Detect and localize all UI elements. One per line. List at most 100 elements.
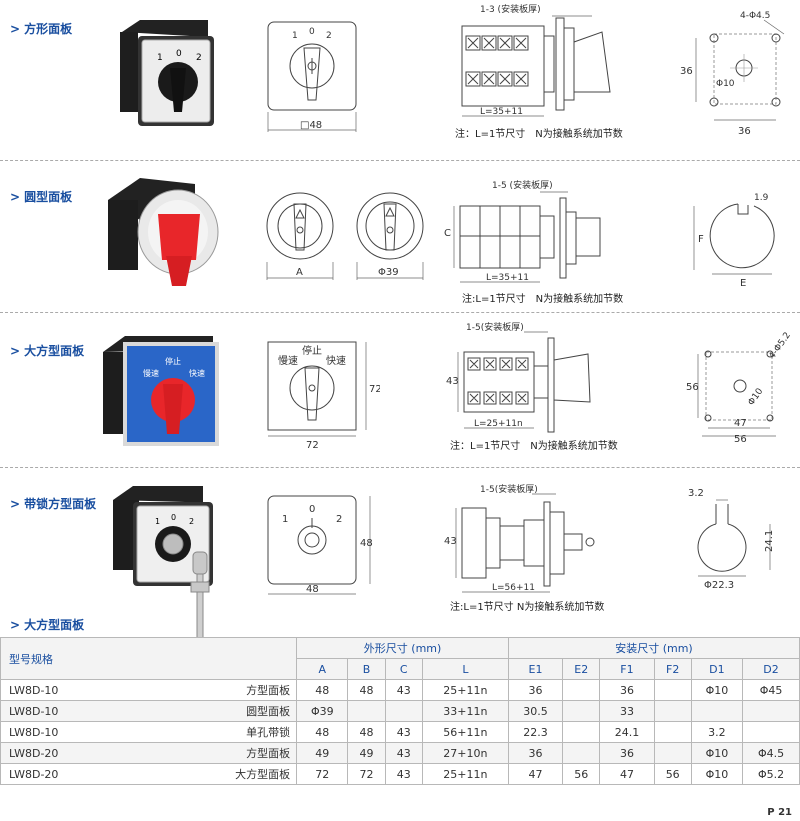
cell-value — [690, 700, 744, 722]
th-col: F2 — [653, 658, 692, 680]
dim-f-round: F — [698, 234, 704, 245]
cell-value: 72 — [296, 763, 349, 785]
dim-length-large: L=25+11n — [474, 419, 523, 429]
dim-47-w: 47 — [734, 418, 747, 429]
cell-value: 36 — [599, 679, 655, 701]
page-number: P 21 — [767, 807, 792, 818]
dim-center-square: Φ10 — [716, 79, 735, 89]
th-install-dims: 安装尺寸 (mm) — [507, 637, 800, 659]
cell-type: 单孔带锁 — [144, 721, 298, 743]
drawing-square-side: 1-3 (安装板厚) L=35+11 — [461, 3, 611, 117]
drawing-round-mount: 1.9 F E — [693, 193, 775, 288]
drawing-round-front-2: Φ39 — [356, 192, 424, 280]
cell-value: Φ45 — [742, 679, 800, 701]
cell-value — [653, 700, 692, 722]
dim-48-square: □48 — [300, 120, 322, 131]
drawing-square-mount: 4-Φ4.5 Φ10 36 36 — [680, 11, 785, 137]
th-col: E2 — [562, 658, 601, 680]
cell-value — [653, 679, 692, 701]
dim-h-square: 36 — [680, 66, 693, 77]
dim-c-round: C — [444, 228, 451, 239]
photo-round-switch — [108, 178, 219, 286]
dim-56-w: 56 — [734, 434, 747, 444]
cell-value — [653, 721, 692, 743]
svg-text:2: 2 — [336, 514, 342, 525]
drawing-round-front: A — [266, 192, 334, 280]
svg-text:2: 2 — [326, 31, 332, 41]
cell-value: 72 — [347, 763, 386, 785]
dim-48-h-lock: 48 — [360, 538, 373, 549]
svg-text:快速: 快速 — [326, 355, 346, 367]
cell-value: 48 — [296, 721, 349, 743]
svg-text:0: 0 — [309, 504, 315, 515]
cell-value: 48 — [296, 679, 349, 701]
note-large-square: 注：L=1节尺寸 N为接触系统加节数 — [450, 441, 618, 452]
cell-value: 56 — [562, 763, 601, 785]
cell-value: 49 — [296, 742, 349, 764]
cell-value: 33 — [599, 700, 655, 722]
cell-value: 48 — [347, 721, 386, 743]
cell-value: 3.2 — [690, 721, 744, 743]
dim-panel-thickness-lock: 1-5(安装板厚) — [480, 483, 538, 495]
cell-type: 方型面板 — [144, 742, 298, 764]
cell-value: 47 — [599, 763, 655, 785]
photo1-pos-2: 2 — [196, 53, 202, 63]
cell-model: LW8D-20 — [0, 742, 145, 764]
cell-value: 49 — [347, 742, 386, 764]
th-col: B — [347, 658, 386, 680]
cell-type: 圆型面板 — [144, 700, 298, 722]
cell-value — [562, 721, 601, 743]
dim-panel-thickness-round: 1-5 (安装板厚) — [492, 179, 553, 191]
cell-value: Φ10 — [690, 763, 744, 785]
dim-72-h: 72 — [369, 384, 380, 395]
section-title-table: >大方型面板 — [10, 618, 85, 632]
th-outer-dims: 外形尺寸 (mm) — [296, 637, 509, 659]
note-round: 注:L=1节尺寸 N为接触系统加节数 — [462, 294, 624, 305]
cell-value: 47 — [507, 763, 564, 785]
note-lock: 注:L=1节尺寸 N为接触系统加节数 — [450, 602, 605, 613]
cell-type: 方型面板 — [144, 679, 298, 701]
svg-text:停止: 停止 — [302, 344, 322, 357]
cell-model: LW8D-10 — [0, 721, 145, 743]
cell-value: 27+10n — [421, 742, 509, 764]
cell-value — [562, 679, 601, 701]
dim-43-lock: 43 — [444, 536, 457, 547]
cell-model: LW8D-10 — [0, 700, 145, 722]
dim-length-round: L=35+11 — [486, 273, 529, 283]
drawing-lock-side: 1-5(安装板厚) 43 L=56+11 — [444, 483, 595, 593]
dim-e-round: E — [740, 278, 746, 288]
photo3-label-fast: 快速 — [189, 368, 205, 378]
section-title-square: >方形面板 — [10, 22, 73, 36]
cell-value: 33+11n — [421, 700, 509, 722]
cell-model: LW8D-10 — [0, 679, 145, 701]
drawing-round-side: 1-5 (安装板厚) C L=35+11 — [444, 179, 601, 283]
drawing-large-square-mount: 4-Φ5.2 Φ10 56 47 56 — [686, 331, 793, 444]
photo4-pos-0: 0 — [171, 513, 176, 522]
dim-center-large: Φ10 — [747, 386, 766, 407]
cell-value: 22.3 — [507, 721, 564, 743]
photo-square-switch: 1 0 2 — [120, 20, 214, 126]
th-col: A — [296, 658, 349, 680]
spec-table: 型号规格 外形尺寸 (mm) 安装尺寸 (mm) A B C L E1 E2 F… — [0, 637, 800, 785]
dim-length-lock: L=56+11 — [492, 583, 535, 593]
photo-lock-switch: 1 0 2 — [113, 486, 213, 645]
divider-3 — [0, 467, 800, 468]
dim-d39-round: Φ39 — [378, 267, 399, 278]
dim-56-h: 56 — [686, 382, 699, 393]
drawing-square-front: 1 0 2 □48 — [267, 21, 357, 132]
cell-value: 25+11n — [421, 763, 509, 785]
dim-24-1-lock: 24.1 — [764, 530, 775, 552]
th-col: F1 — [599, 658, 655, 680]
dim-panel-thickness-large: 1-5(安装板厚) — [466, 321, 524, 333]
th-col: E1 — [507, 658, 564, 680]
th-col: C — [384, 658, 423, 680]
dim-3-2-lock: 3.2 — [688, 488, 704, 499]
svg-text:1: 1 — [282, 514, 288, 525]
cell-value: 36 — [507, 742, 564, 764]
cell-value: 30.5 — [507, 700, 564, 722]
th-col: D1 — [690, 658, 744, 680]
cell-value: Φ4.5 — [742, 742, 800, 764]
